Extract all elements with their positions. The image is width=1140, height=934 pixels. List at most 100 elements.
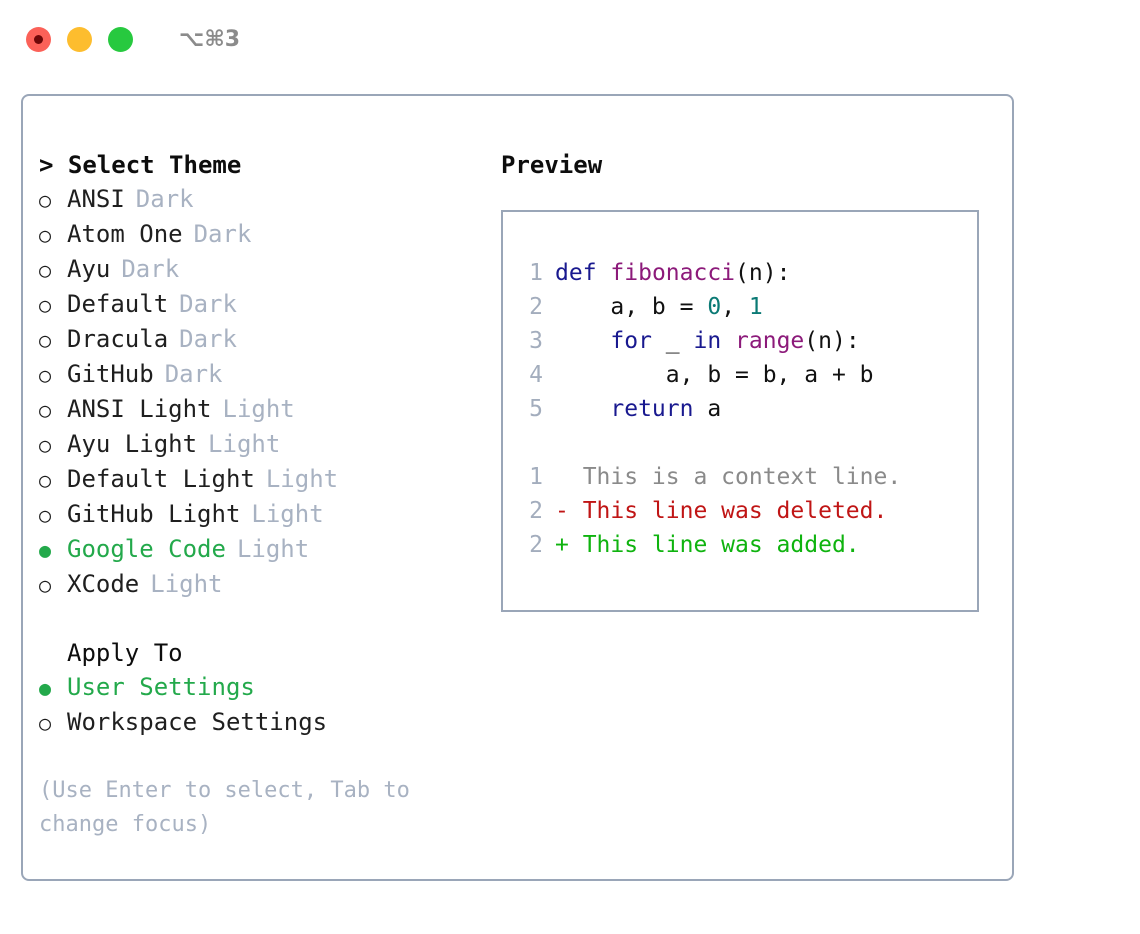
line-number: 2 [529, 498, 543, 524]
theme-picker-header: > Select Theme [39, 151, 242, 179]
line-number: 1 [529, 464, 543, 490]
diff-text: This is a context line. [555, 464, 902, 490]
code-token: range [735, 328, 805, 354]
radio-unselected-icon: ○ [39, 433, 52, 457]
theme-variant-tag: Dark [164, 360, 223, 388]
close-button-icon[interactable] [26, 26, 51, 52]
theme-name: Google Code [67, 535, 226, 563]
theme-variant-tag: Light [222, 395, 295, 423]
code-token [555, 328, 610, 354]
radio-unselected-icon: ○ [39, 711, 52, 735]
diff-text: - This line was deleted. [555, 498, 888, 524]
code-line: 5 return a [521, 392, 977, 426]
apply-to-label: User Settings [67, 673, 255, 701]
code-token: (n): [804, 328, 860, 354]
code-text: a, b = 0, 1 [555, 290, 763, 324]
preview-title: Preview [501, 151, 603, 179]
code-token: def [555, 260, 597, 286]
theme-list-item[interactable]: ○ Default Light Light [39, 462, 501, 497]
theme-variant-tag: Light [251, 500, 324, 528]
keyboard-shortcut-label: ⌥⌘3 [179, 26, 241, 52]
code-token: a [693, 396, 722, 422]
code-token: _ [651, 328, 694, 354]
theme-list-item[interactable]: ○ Atom One Dark [39, 217, 501, 252]
apply-to-item[interactable]: ○ Workspace Settings [39, 705, 501, 740]
recording-indicator-icon [34, 34, 43, 44]
code-token: for [610, 328, 652, 354]
code-token: 1 [748, 294, 763, 320]
theme-variant-tag: Dark [193, 220, 252, 248]
diff-line: 1 This is a context line. [521, 460, 977, 494]
code-token: fibonacci [610, 260, 736, 286]
theme-name: XCode [67, 570, 140, 598]
theme-variant-tag: Light [265, 465, 339, 493]
apply-to-list[interactable]: ● User Settings ○ Workspace Settings [39, 670, 501, 740]
theme-list-item[interactable]: ○ Default Dark [39, 287, 501, 322]
code-line: 3 for _ in range(n): [521, 324, 977, 358]
code-text: a, b = b, a + b [555, 358, 874, 392]
theme-list-item[interactable]: ○ Ayu Dark [39, 252, 501, 287]
apply-to-label: Workspace Settings [67, 708, 328, 736]
theme-name: Ayu [67, 255, 111, 283]
code-line: 2 a, b = 0, 1 [521, 290, 977, 324]
code-token [721, 328, 735, 354]
theme-variant-tag: Dark [179, 290, 237, 318]
code-token: return [610, 396, 694, 422]
title-bar: ⌥⌘3 [0, 0, 1140, 78]
theme-name: Default [67, 290, 169, 318]
radio-unselected-icon: ○ [39, 363, 52, 387]
radio-unselected-icon: ○ [39, 573, 52, 597]
radio-unselected-icon: ○ [39, 293, 52, 317]
line-number: 3 [529, 328, 543, 354]
minimize-button-icon[interactable] [67, 26, 92, 52]
radio-selected-icon: ● [39, 676, 52, 700]
line-number: 5 [529, 396, 543, 422]
code-token [597, 260, 611, 286]
code-token: , [721, 294, 749, 320]
theme-variant-tag: Dark [135, 185, 194, 213]
code-token: a, b = b, a + b [555, 362, 874, 388]
theme-variant-tag: Dark [179, 325, 237, 353]
theme-name: Atom One [67, 220, 183, 248]
window-controls [26, 26, 133, 52]
zoom-button-icon[interactable] [108, 26, 133, 52]
code-line: 1 def fibonacci(n): [521, 256, 977, 290]
code-text: for _ in range(n): [555, 324, 860, 358]
theme-name: Ayu Light [67, 430, 198, 458]
theme-name: Dracula [67, 325, 169, 353]
theme-name: Default Light [67, 465, 255, 493]
code-token [555, 396, 610, 422]
radio-unselected-icon: ○ [39, 258, 52, 282]
radio-unselected-icon: ○ [39, 398, 52, 422]
line-number: 2 [529, 532, 543, 558]
radio-unselected-icon: ○ [39, 328, 52, 352]
line-number: 1 [529, 260, 543, 286]
code-token: 0 [707, 294, 722, 320]
theme-list-item[interactable]: ○ GitHub Dark [39, 357, 501, 392]
radio-unselected-icon: ○ [39, 468, 52, 492]
code-text: def fibonacci(n): [555, 256, 790, 290]
theme-list-item[interactable]: ○ Dracula Dark [39, 322, 501, 357]
keyboard-hint-text: (Use Enter to select, Tab to change focu… [39, 778, 410, 837]
apply-to-header: Apply To [67, 639, 183, 667]
theme-name: GitHub [67, 360, 154, 388]
line-number: 4 [529, 362, 543, 388]
apply-to-item[interactable]: ● User Settings [39, 670, 501, 705]
radio-unselected-icon: ○ [39, 188, 52, 212]
theme-variant-tag: Dark [121, 255, 180, 283]
theme-variant-tag: Light [236, 535, 310, 563]
radio-unselected-icon: ○ [39, 223, 52, 247]
diff-text: + This line was added. [555, 532, 860, 558]
